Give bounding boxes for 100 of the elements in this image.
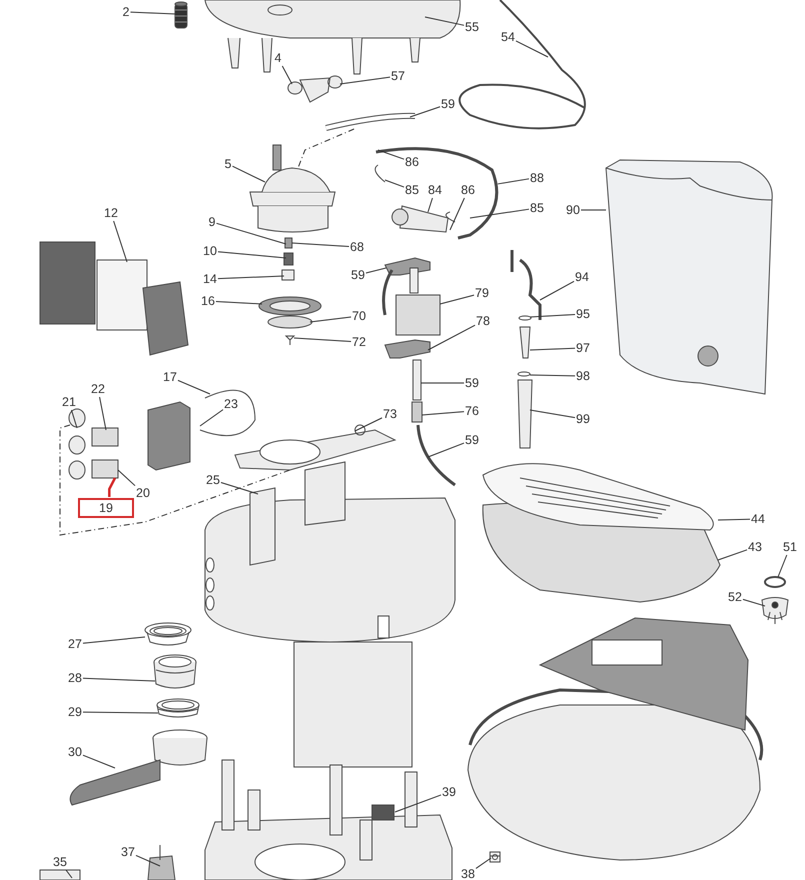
leader-line <box>440 294 475 304</box>
leader-line <box>530 348 576 350</box>
leader-line <box>497 178 530 184</box>
leader-line <box>410 106 441 118</box>
callout-number: 37 <box>121 845 135 859</box>
drip-tray-drawing <box>482 463 720 602</box>
callout-number: 43 <box>748 540 762 554</box>
callout-number: 52 <box>728 590 742 604</box>
leader-line <box>718 518 751 520</box>
callout-number: 14 <box>203 272 217 286</box>
callout-number: 2 <box>122 5 130 19</box>
leader-line <box>450 198 465 230</box>
callout-number: 90 <box>566 203 580 217</box>
leader-line <box>540 280 575 300</box>
hose-clip-drawing <box>288 76 342 102</box>
callout-number: 39 <box>442 785 456 799</box>
leader-line <box>378 150 405 160</box>
callout-number: 22 <box>91 382 105 396</box>
shower-disc-drawing <box>258 296 322 346</box>
power-cord-drawing <box>458 0 586 130</box>
valve-drawing <box>374 147 498 240</box>
filter-basket-drawing <box>154 654 196 688</box>
leader-line <box>294 338 352 342</box>
callout-number: 59 <box>351 268 365 282</box>
leader-line <box>99 396 106 430</box>
callout-number: 68 <box>350 240 364 254</box>
leader-line <box>292 242 350 247</box>
leader-line <box>200 409 224 426</box>
callout-number: 38 <box>461 867 475 880</box>
leader-line <box>220 482 258 494</box>
leader-line <box>177 380 210 394</box>
portafilter-drawing <box>70 730 208 806</box>
boiler-drawing <box>249 144 336 232</box>
leader-line <box>215 300 262 304</box>
leader-line <box>216 222 286 244</box>
gasket-drawing <box>282 238 294 280</box>
leader-line <box>82 712 158 714</box>
filter-basket-drawing <box>156 698 200 718</box>
leader-line <box>778 554 788 578</box>
callout-number: 30 <box>68 745 82 759</box>
callout-number: 27 <box>68 637 82 651</box>
leader-line <box>135 854 160 866</box>
callout-number: 59 <box>441 97 455 111</box>
leader-line <box>742 598 766 606</box>
leader-line <box>422 411 465 416</box>
callout-number: 17 <box>163 370 177 384</box>
callout-number: 94 <box>575 270 589 284</box>
callout-number: 35 <box>53 855 67 869</box>
callout-number: 86 <box>461 183 475 197</box>
leader-line <box>428 442 465 458</box>
callout-number: 95 <box>576 307 590 321</box>
callout-number: 59 <box>465 376 479 390</box>
grommet-drawing <box>174 2 188 28</box>
leader-line <box>66 870 72 878</box>
leader-line <box>394 794 442 812</box>
leader-line <box>428 324 476 350</box>
leader-line <box>217 276 284 280</box>
callout-number: 10 <box>203 244 217 258</box>
leader-line <box>130 12 176 14</box>
small-part-drawing <box>148 844 176 880</box>
leader-line <box>70 410 78 428</box>
callout-number: 88 <box>530 171 544 185</box>
callout-number: 84 <box>428 183 442 197</box>
assembly-guide-line <box>298 128 355 168</box>
callout-number: 20 <box>136 486 150 500</box>
tube-drawing <box>325 112 416 131</box>
filter-basket-drawing <box>144 622 192 646</box>
callout-number: 85 <box>405 183 419 197</box>
callout-number: 54 <box>501 30 515 44</box>
small-part-drawing <box>40 870 80 880</box>
steam-wand-drawing <box>510 248 542 448</box>
callout-number: 59 <box>465 433 479 447</box>
leader-line <box>384 180 405 188</box>
switch-panel-drawing <box>148 390 256 471</box>
callout-number: 9 <box>208 215 216 229</box>
leader-line <box>282 66 292 84</box>
leader-line <box>354 417 383 432</box>
callout-number: 21 <box>62 395 76 409</box>
pump-drawing <box>382 257 456 486</box>
control-board-drawing <box>40 242 189 356</box>
switch-drawing <box>68 408 118 480</box>
callout-number: 19 <box>78 498 134 518</box>
leader-line <box>530 314 576 318</box>
callout-number: 73 <box>383 407 397 421</box>
leader-line <box>82 754 116 768</box>
leader-line <box>515 40 548 58</box>
leader-line <box>424 16 465 26</box>
callout-number: 79 <box>475 286 489 300</box>
leader-line <box>340 76 391 84</box>
leader-line <box>118 470 136 486</box>
callout-number: 4 <box>274 51 282 65</box>
callout-number: 44 <box>751 512 765 526</box>
callout-number: 25 <box>206 473 220 487</box>
leader-line <box>475 858 492 869</box>
leader-line <box>82 636 146 644</box>
nut-drawing <box>490 852 500 862</box>
leader-line <box>108 477 116 497</box>
callout-number: 5 <box>224 157 232 171</box>
callout-number: 55 <box>465 20 479 34</box>
callout-number: 97 <box>576 341 590 355</box>
